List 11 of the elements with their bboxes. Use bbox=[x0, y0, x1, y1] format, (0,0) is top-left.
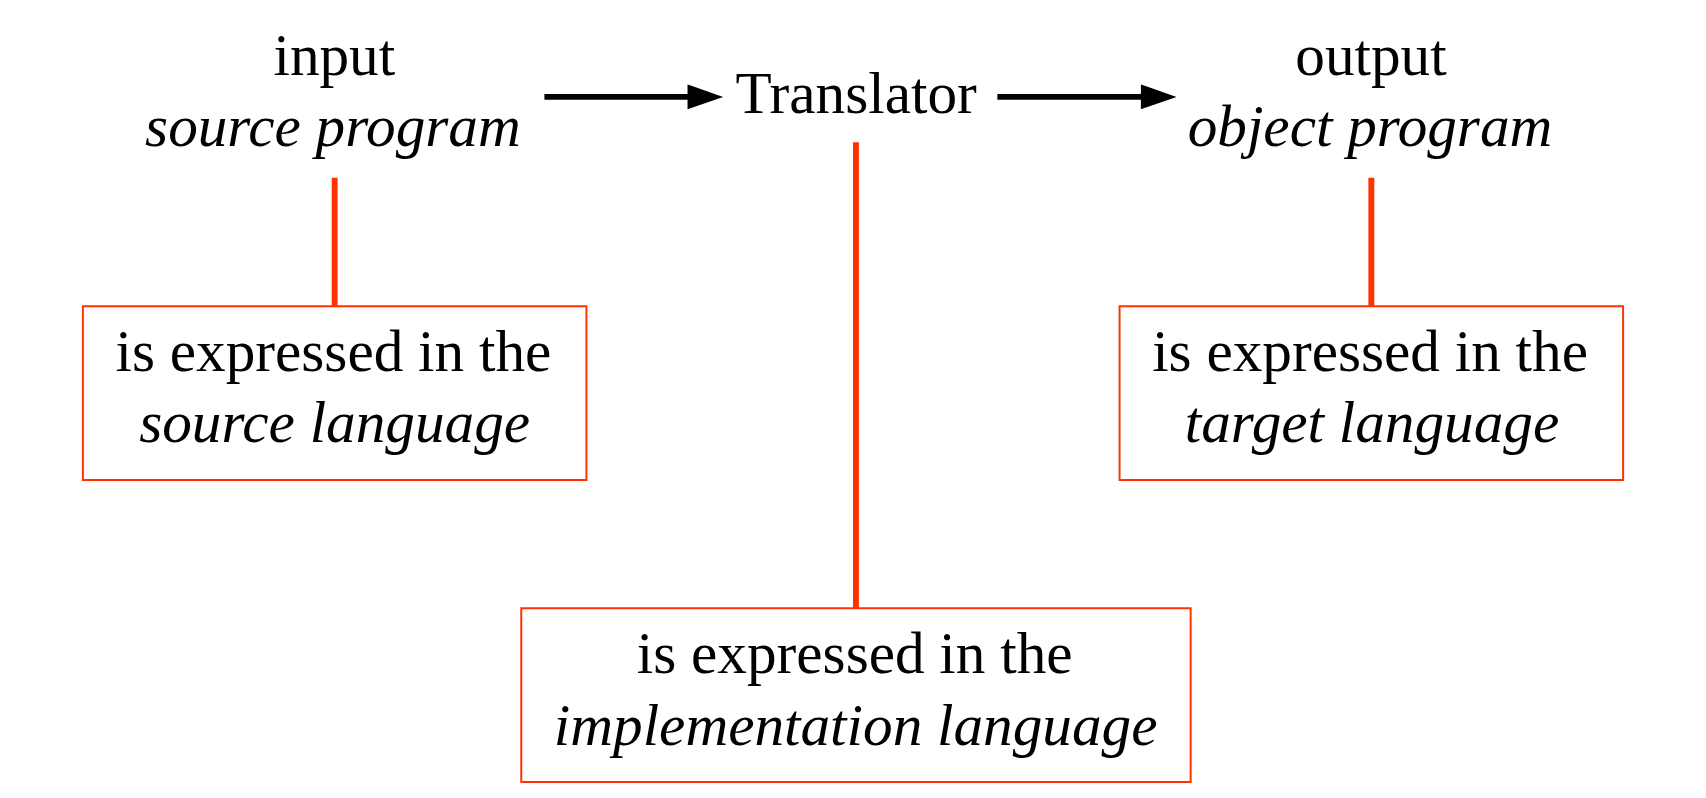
arrow bbox=[544, 84, 724, 110]
arrow bbox=[997, 84, 1177, 110]
connector bbox=[853, 142, 859, 609]
node-text: Translator bbox=[735, 59, 977, 126]
node-box: is expressed in the implementation language bbox=[520, 607, 1192, 784]
node-text: output object program bbox=[1187, 22, 1553, 160]
connector bbox=[331, 177, 338, 307]
node-box: is expressed in the target language bbox=[1118, 305, 1625, 481]
node-box: is expressed in the source language bbox=[81, 305, 588, 481]
node-text: input source program bbox=[145, 22, 521, 160]
connector bbox=[1368, 177, 1375, 307]
